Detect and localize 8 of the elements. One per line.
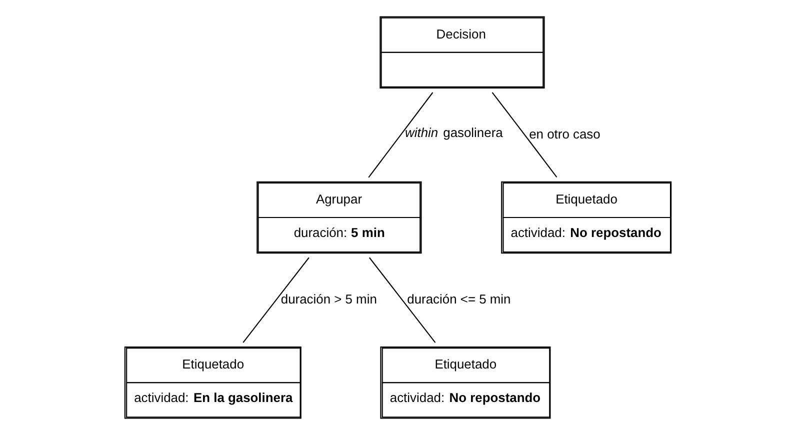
edge-label: en otro caso — [528, 126, 600, 142]
connector — [368, 257, 436, 343]
connector — [491, 92, 557, 178]
edge-label: within gasolinera — [404, 125, 502, 140]
edge-label: duración > 5 min — [280, 291, 376, 306]
connector — [242, 257, 309, 343]
connector — [368, 92, 433, 178]
edge-label: duración <= 5 min — [406, 291, 510, 306]
